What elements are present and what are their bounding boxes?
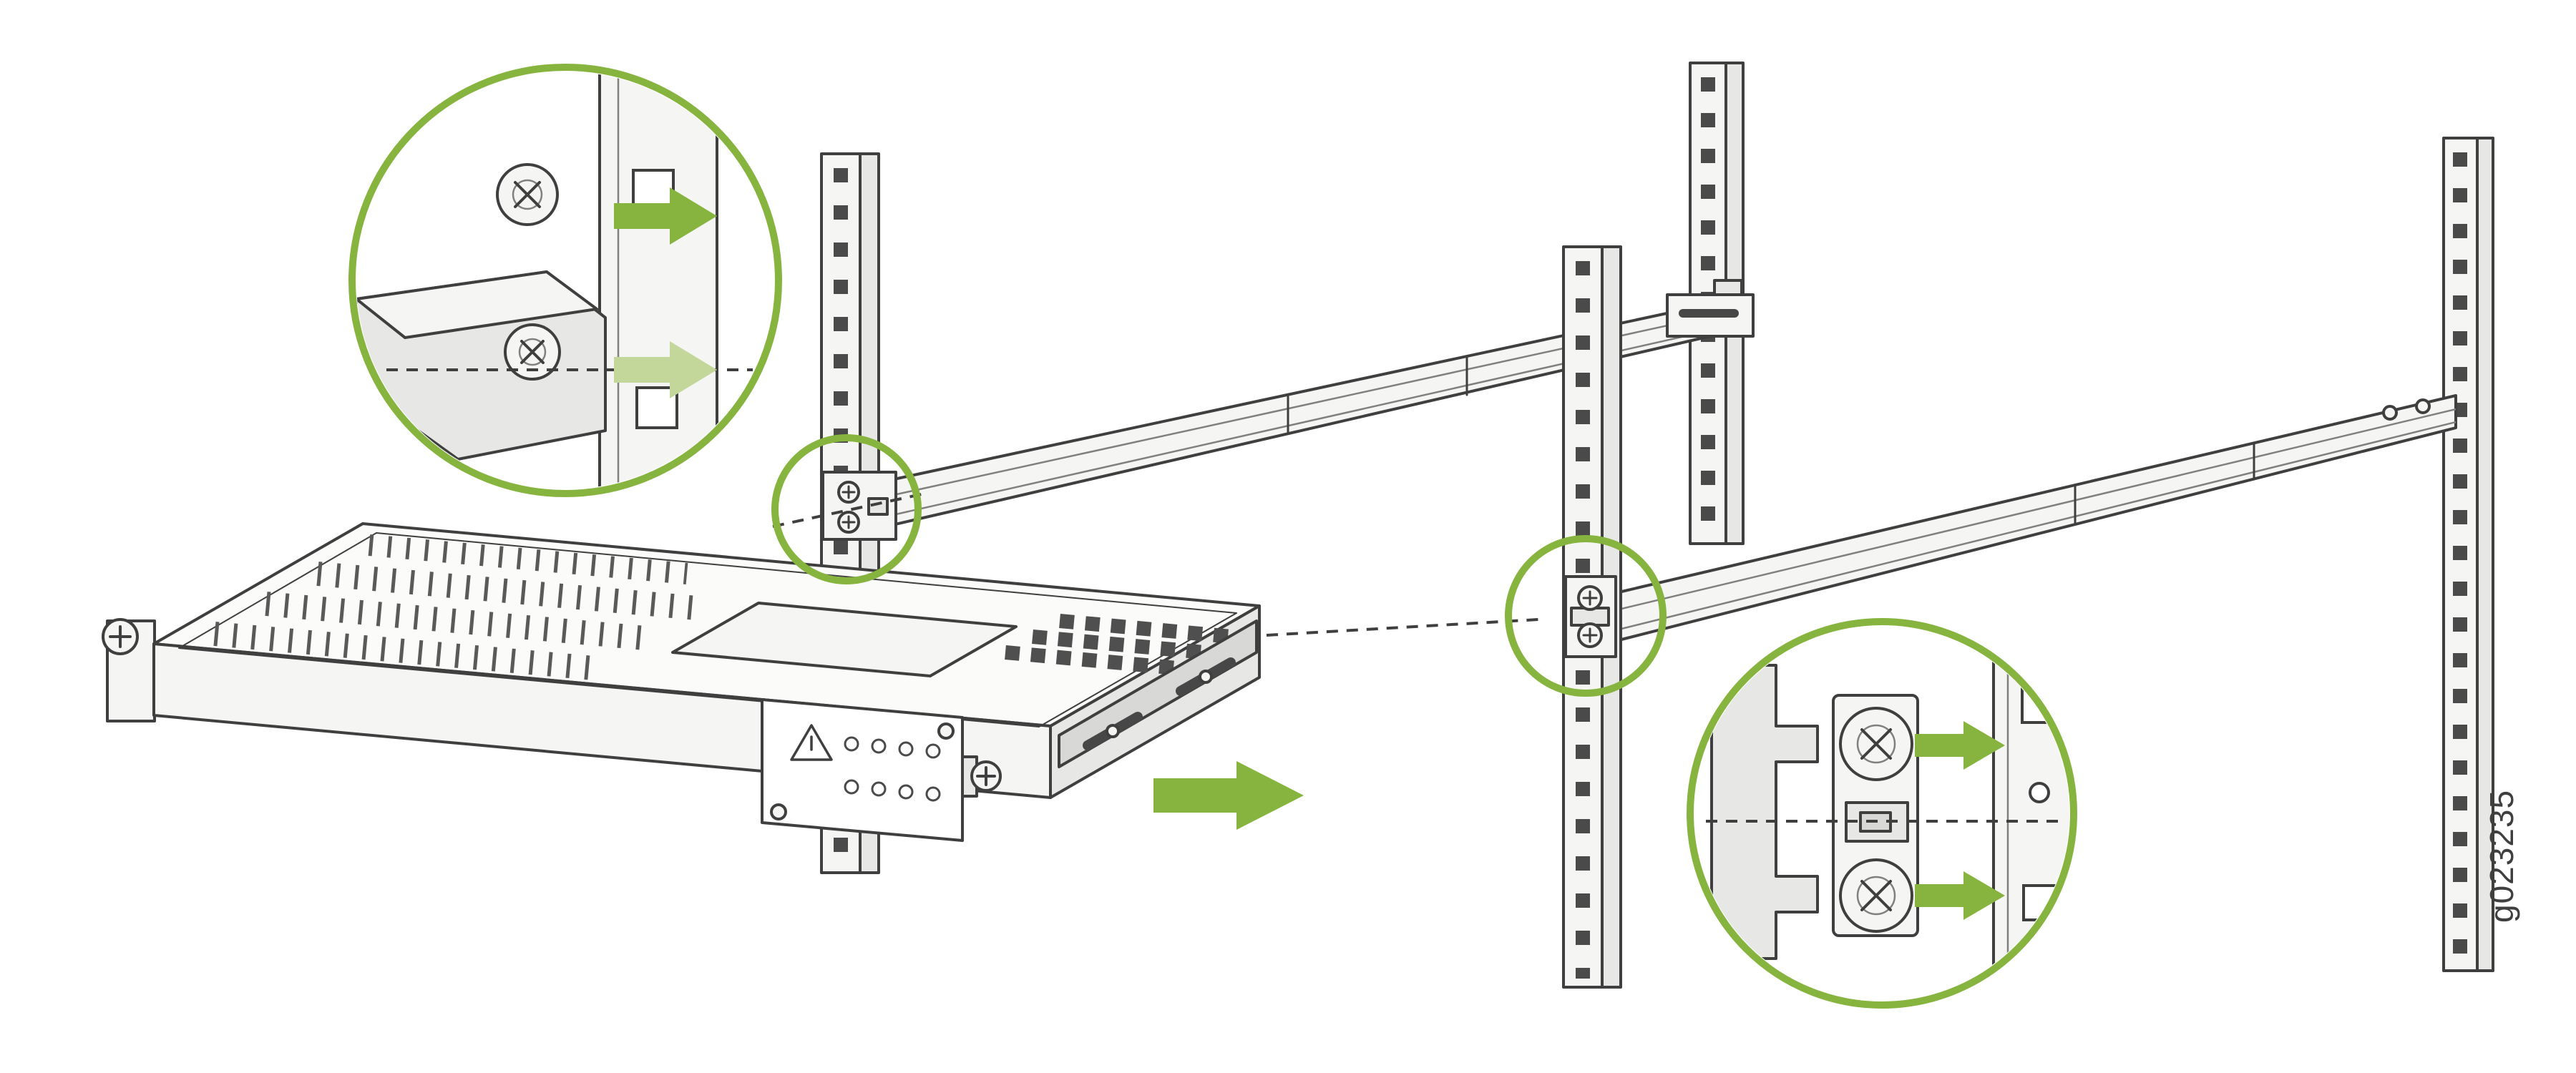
screw-icon: [1577, 585, 1603, 611]
rack-post-rear-right: [2442, 137, 2494, 972]
bracket-arrow-top-icon: [1915, 721, 2005, 770]
highlight-ring-right: [1505, 535, 1667, 697]
screw-icon: [496, 163, 559, 226]
rail-front-bracket-right: [1564, 575, 1617, 658]
screw-icon: [837, 481, 860, 504]
screw-icon: [1839, 858, 1913, 933]
engagement-arrow-top-icon: [614, 187, 717, 245]
bracket-arrow-bottom-icon: [1915, 871, 2005, 920]
screw-icon: [1577, 622, 1603, 648]
alignment-dashed-lines: [772, 492, 1539, 637]
screw-icon: [2415, 398, 2431, 414]
screw-icon: [770, 803, 787, 820]
engagement-arrow-bottom-icon: [614, 341, 717, 398]
screw-icon: [504, 323, 561, 381]
thumbscrew-right: [961, 755, 1002, 798]
front-panel: [761, 698, 964, 842]
screw-icon: [1199, 670, 1213, 684]
chassis-inner-rail: [1058, 619, 1258, 768]
callout-rail-engagement: [348, 64, 782, 497]
highlight-ring-left: [771, 434, 922, 584]
rail-front-bracket-left: [821, 471, 897, 541]
post-flange-zoom: [1992, 626, 2069, 1001]
rail-end-profile-zoom: [1710, 664, 1819, 960]
thumbscrew-left: [102, 618, 139, 655]
screw-icon: [937, 722, 955, 740]
warning-icon: [790, 724, 833, 761]
perforation-grid: [1005, 614, 1232, 675]
screw-icon: [837, 511, 860, 534]
chassis: [102, 522, 1261, 842]
slide-rail-left: [866, 279, 1755, 532]
rail-rear-bracket-left: [1666, 279, 1755, 338]
access-plate: [671, 602, 1018, 677]
screw-icon: [2382, 405, 2398, 421]
screw-icon: [1106, 724, 1120, 738]
figure-id-label: g023235: [2483, 790, 2520, 923]
insertion-arrow-icon: [1153, 761, 1304, 830]
led-indicators: [844, 736, 941, 802]
rack-hole: [2029, 782, 2050, 803]
callout-bracket-detail: [1687, 618, 2077, 1009]
screw-icon: [1839, 707, 1913, 781]
